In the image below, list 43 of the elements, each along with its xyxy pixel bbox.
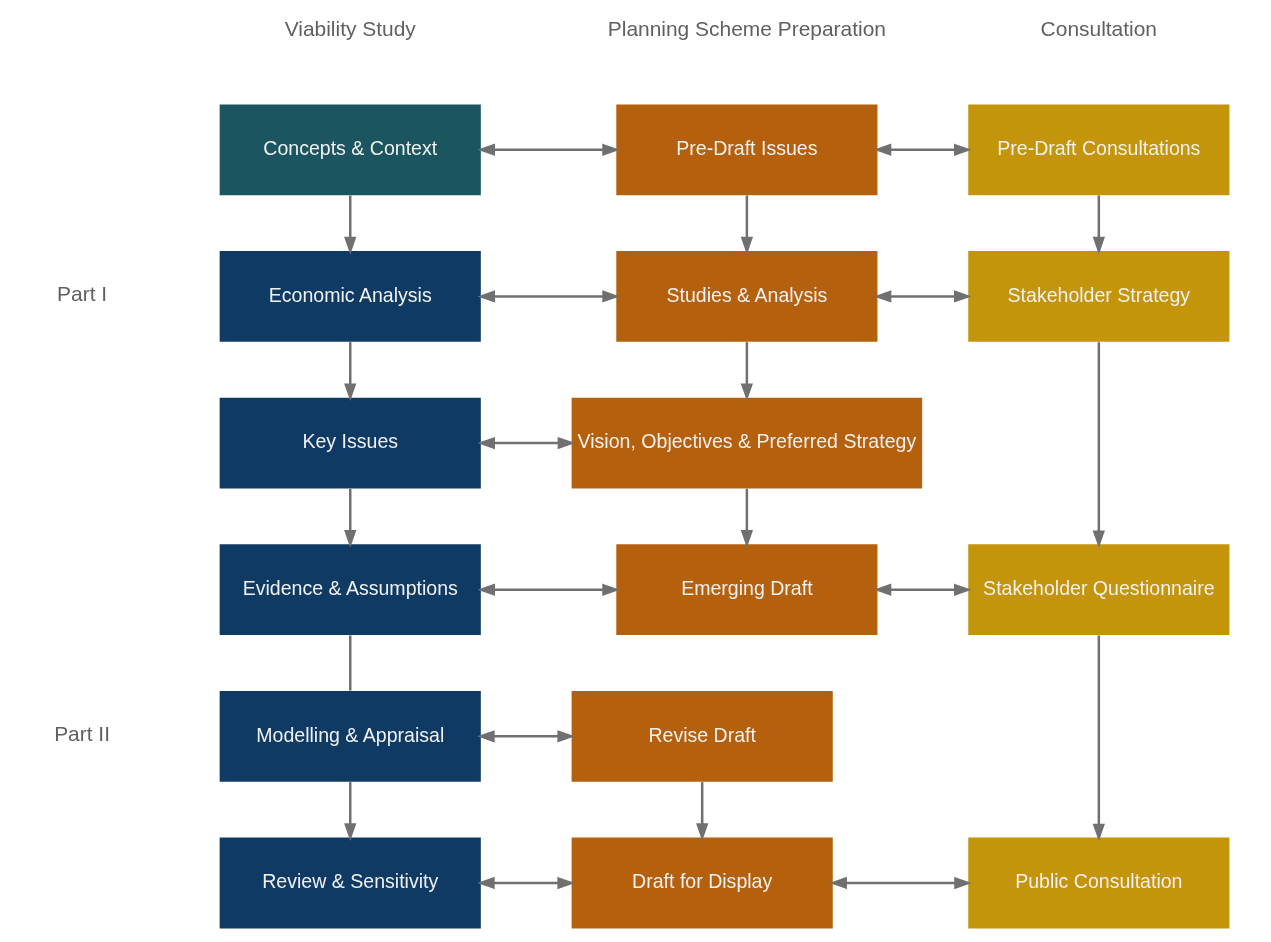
arrow xyxy=(696,782,709,841)
label: Consultation xyxy=(1040,16,1158,40)
arrow xyxy=(477,290,620,303)
arrow xyxy=(873,143,972,156)
node-box: Vision, Objectives & Preferred Strategy xyxy=(571,397,923,489)
node-box: Modelling & Appraisal xyxy=(219,690,481,782)
label: Part I xyxy=(57,282,108,306)
node-box: Revise Draft xyxy=(571,690,833,782)
node-box: Evidence & Assumptions xyxy=(219,544,481,636)
arrow xyxy=(740,488,754,548)
arrow xyxy=(477,436,576,450)
arrow xyxy=(1092,195,1105,255)
node-box: Key Issues xyxy=(219,397,481,489)
label: Part II xyxy=(54,722,111,746)
node-box: Concepts & Context xyxy=(219,104,481,196)
node-box: Review & Sensitivity xyxy=(219,837,481,929)
node-box: Emerging Draft xyxy=(616,544,878,636)
node-box: Pre-Draft Consultations xyxy=(968,104,1230,196)
arrow xyxy=(344,488,357,548)
arrow xyxy=(873,583,972,596)
arrow xyxy=(1092,342,1105,548)
node-box: Draft for Display xyxy=(571,837,833,929)
arrow xyxy=(477,583,620,596)
arrow xyxy=(1092,635,1105,842)
node-box: Public Consultation xyxy=(968,837,1230,929)
label: Planning Scheme Preparation xyxy=(607,16,886,40)
label: Viability Study xyxy=(284,16,416,40)
arrow xyxy=(477,876,575,890)
arrow xyxy=(477,730,575,743)
arrow xyxy=(344,782,357,841)
arrow xyxy=(829,876,972,890)
arrow xyxy=(873,290,972,303)
node-box: Economic Analysis xyxy=(219,251,481,342)
node-box: Stakeholder Strategy xyxy=(968,251,1230,342)
arrow xyxy=(344,195,357,255)
node-box: Pre-Draft Issues xyxy=(616,104,878,196)
arrow xyxy=(740,342,754,402)
arrow xyxy=(740,195,754,255)
node-box: Studies & Analysis xyxy=(616,251,878,342)
connector xyxy=(349,635,352,691)
arrow xyxy=(477,143,620,156)
arrow xyxy=(344,342,357,402)
node-box: Stakeholder Questionnaire xyxy=(968,544,1230,636)
